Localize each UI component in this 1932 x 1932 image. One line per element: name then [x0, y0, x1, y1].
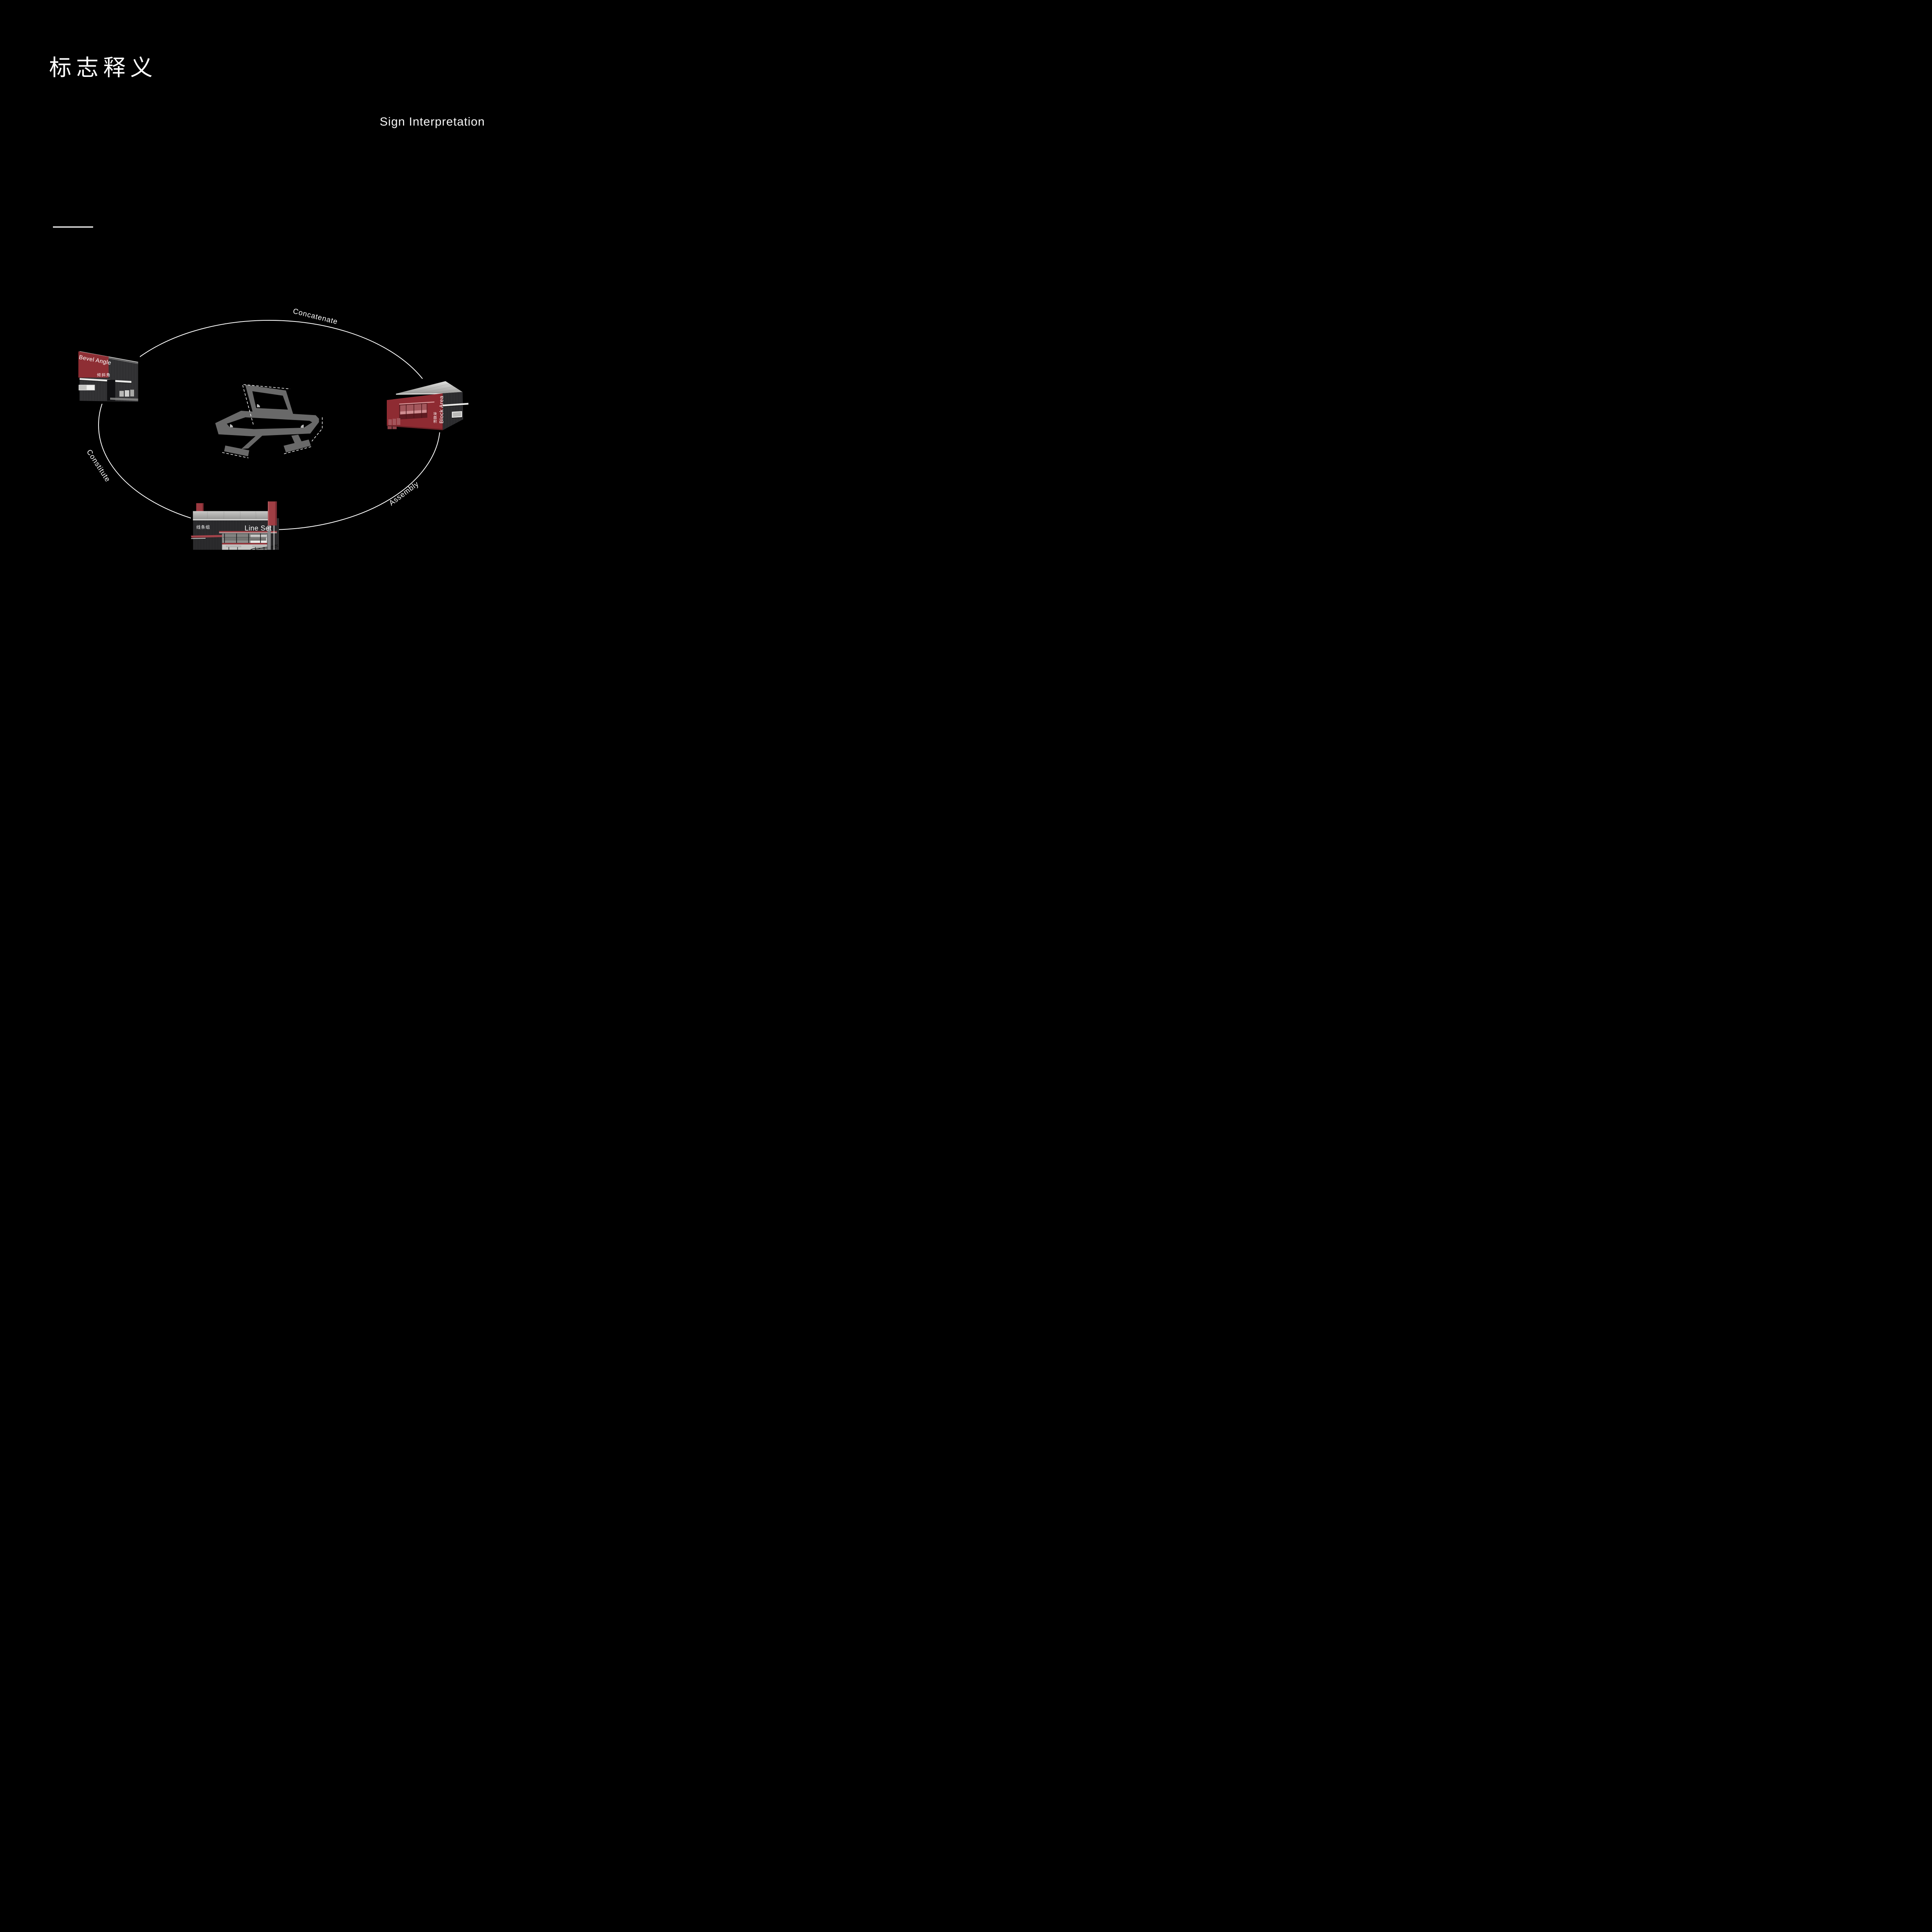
line-left-chimney-edge	[202, 503, 204, 512]
block-side-window-slot	[452, 417, 462, 418]
block-area-label-zh: 块面积	[433, 412, 437, 423]
block-window-backwall	[400, 403, 427, 412]
line-set-label-zh: 线条组	[196, 525, 210, 530]
block-shelf	[442, 403, 469, 406]
block-face-bottom-shadow	[387, 425, 443, 430]
block-side-wall	[442, 392, 463, 430]
line-red-sill	[222, 543, 267, 545]
block-window-counter	[400, 410, 427, 415]
bevel-canopy-shadow	[80, 380, 131, 384]
bevel-angle-label-zh: 倾斜角	[97, 373, 111, 378]
page-subtitle: Sign Interpretation	[379, 115, 485, 128]
line-set-label-en: Line Set	[245, 524, 272, 532]
logo-corner-accents	[230, 404, 304, 428]
line-awning-shadow	[219, 533, 277, 534]
building-block-area-image	[386, 379, 469, 432]
bevel-roof-band	[109, 358, 138, 364]
line-roof-backline	[193, 511, 269, 512]
slide: 标志释义 Sign Interpretation Concatenate Con…	[0, 0, 537, 629]
bevel-bench-3	[130, 389, 134, 396]
block-shelf-shadow	[442, 405, 469, 407]
line-window-posts	[224, 534, 261, 543]
bevel-door-opening	[107, 380, 116, 401]
block-roof	[396, 381, 463, 394]
title-divider	[53, 226, 93, 228]
bevel-canopy	[80, 378, 131, 383]
building-line-set-image	[191, 501, 279, 550]
block-side-window-inner	[452, 412, 461, 417]
line-window-bench	[223, 537, 266, 541]
block-roof-seams	[407, 384, 459, 394]
line-right-gray-band	[267, 525, 271, 550]
bevel-window-pane-right	[87, 385, 94, 390]
page-title: 标志释义	[49, 55, 158, 80]
logo-mark	[215, 384, 323, 458]
line-beam-underline	[191, 538, 206, 539]
block-awning	[399, 401, 435, 405]
block-roof-fascia	[396, 393, 443, 395]
line-left-beam	[191, 535, 228, 538]
logo-body	[215, 384, 319, 436]
block-area-label-en: Block Area	[438, 396, 444, 423]
line-right-chimney-hl	[268, 501, 269, 526]
bevel-red-panel	[78, 351, 109, 378]
line-roof-seams	[207, 511, 257, 519]
bevel-floor	[110, 398, 138, 401]
line-awning	[219, 531, 277, 533]
building-bevel-angle-image	[77, 347, 140, 404]
line-right-chimney	[268, 501, 277, 526]
line-awning-ledge	[219, 532, 277, 534]
line-right-chimney-edge	[275, 501, 277, 526]
block-window-posts	[406, 403, 422, 419]
bevel-roof-edge	[80, 351, 138, 363]
line-left-chimney	[196, 503, 204, 512]
bevel-bench-1	[119, 391, 124, 397]
logo-dashed-outline	[222, 384, 323, 458]
line-roof	[193, 511, 269, 519]
bevel-bench-2	[125, 390, 129, 397]
line-roof-fascia	[193, 519, 269, 520]
logo-legs	[224, 435, 311, 456]
bevel-window-pane-left	[79, 385, 87, 390]
block-chairs	[388, 418, 400, 429]
